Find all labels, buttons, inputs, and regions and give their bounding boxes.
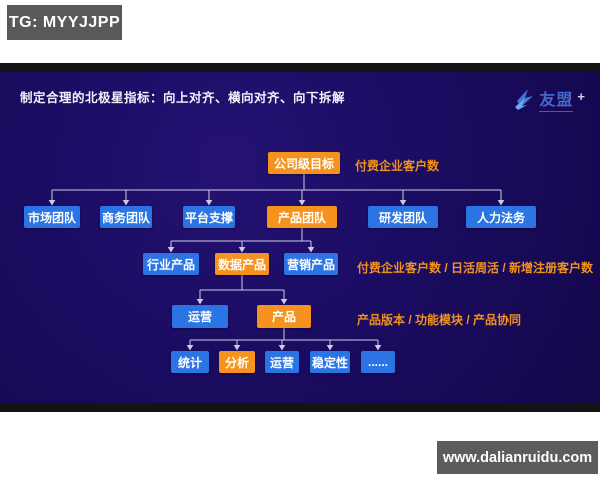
- umeng-logo-plus: +: [577, 88, 585, 104]
- site-watermark-badge: www.dalianruidu.com: [437, 441, 598, 474]
- tg-watermark-badge: TG: MYYJJPP: [7, 5, 122, 40]
- umeng-logo: 友盟 +: [513, 86, 585, 112]
- umeng-logo-text: 友盟: [539, 86, 574, 112]
- slide: 制定合理的北极星指标：向上对齐、横向对齐、向下拆解 友盟 +: [0, 72, 600, 403]
- umeng-bird-icon: [515, 89, 534, 110]
- slide-title: 制定合理的北极星指标：向上对齐、横向对齐、向下拆解: [20, 91, 346, 105]
- video-frame: 制定合理的北极星指标：向上对齐、横向对齐、向下拆解 友盟 +: [0, 63, 600, 412]
